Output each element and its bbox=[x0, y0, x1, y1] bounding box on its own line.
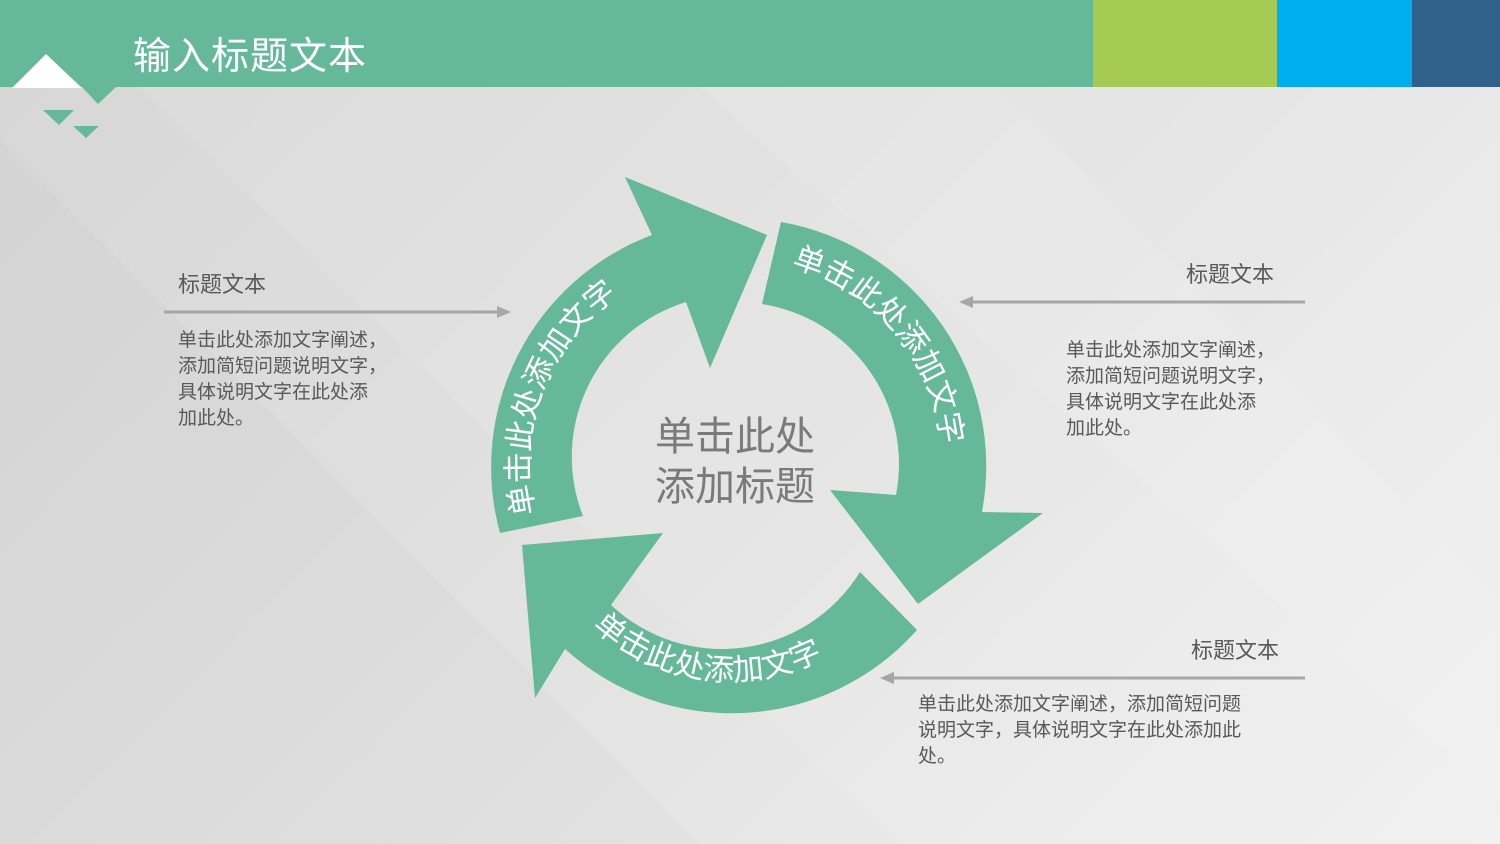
cycle-arrow-bottom[interactable] bbox=[522, 533, 917, 714]
connector-arrow-left bbox=[164, 306, 511, 318]
header-block-navy bbox=[1412, 0, 1500, 87]
header-block-lime bbox=[1093, 0, 1277, 87]
desc-line: 加此处。 bbox=[178, 407, 255, 429]
callout-left-title[interactable]: 标题文本 bbox=[178, 273, 267, 298]
connector-arrow-bottom bbox=[880, 672, 1305, 684]
desc-line: 添加简短问题说明文字， bbox=[178, 355, 388, 377]
desc-line: 加此处。 bbox=[1066, 417, 1143, 439]
header-block-sky-blue bbox=[1277, 0, 1412, 87]
desc-line: 处。 bbox=[918, 745, 957, 767]
callout-right-title[interactable]: 标题文本 bbox=[1186, 263, 1275, 288]
desc-line: 单击此处添加文字阐述，添加简短问题 bbox=[918, 693, 1242, 715]
cycle-arrow-right[interactable] bbox=[762, 222, 1043, 604]
connector-arrow-right bbox=[959, 296, 1305, 308]
cycle-center-title[interactable]: 单击此处 添加标题 bbox=[620, 412, 850, 512]
desc-line: 单击此处添加文字阐述， bbox=[1066, 339, 1276, 361]
desc-line: 具体说明文字在此处添 bbox=[1066, 391, 1257, 413]
center-title-line-1: 单击此处 bbox=[655, 414, 815, 460]
callout-bottom-description[interactable]: 单击此处添加文字阐述，添加简短问题 说明文字，具体说明文字在此处添加此 处。 bbox=[918, 691, 1241, 769]
cycle-arrow-left[interactable] bbox=[491, 177, 767, 533]
desc-line: 添加简短问题说明文字， bbox=[1066, 365, 1276, 387]
slide-title[interactable]: 输入标题文本 bbox=[133, 34, 368, 78]
header-bar bbox=[0, 0, 1093, 87]
callout-right-description[interactable]: 单击此处添加文字阐述， 添加简短问题说明文字， 具体说明文字在此处添 加此处。 bbox=[1066, 337, 1275, 441]
desc-line: 具体说明文字在此处添 bbox=[178, 381, 369, 403]
callout-bottom-title[interactable]: 标题文本 bbox=[1191, 639, 1280, 664]
desc-line: 说明文字，具体说明文字在此处添加此 bbox=[918, 719, 1242, 741]
center-title-line-2: 添加标题 bbox=[655, 464, 815, 510]
desc-line: 单击此处添加文字阐述， bbox=[178, 329, 388, 351]
header-triangle-decoration bbox=[12, 54, 116, 138]
callout-left-description[interactable]: 单击此处添加文字阐述， 添加简短问题说明文字， 具体说明文字在此处添 加此处。 bbox=[178, 327, 387, 431]
